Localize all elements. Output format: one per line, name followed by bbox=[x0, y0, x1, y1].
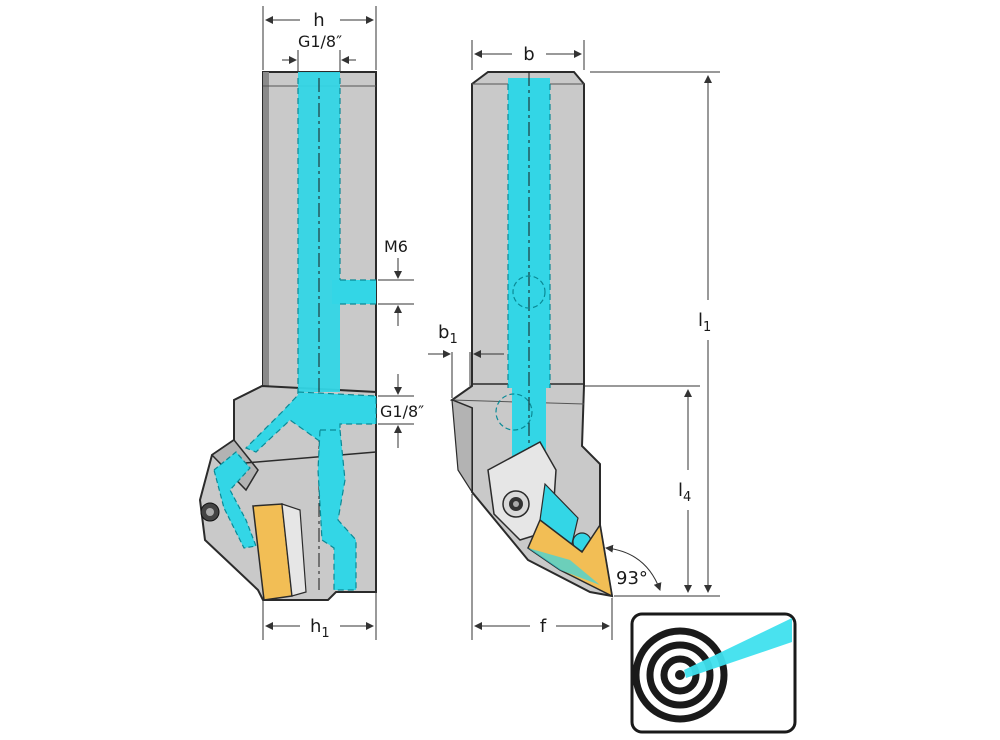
torx-screw-icon bbox=[200, 502, 220, 522]
label-f: f bbox=[540, 616, 547, 637]
torx-screw-icon bbox=[502, 490, 530, 518]
dimension-b1: b1 bbox=[428, 322, 504, 398]
label-l1: l1 bbox=[698, 310, 711, 335]
front-view bbox=[449, 71, 614, 598]
side-view bbox=[198, 71, 377, 601]
side-view-shank-edge bbox=[263, 72, 269, 392]
label-b1: b1 bbox=[438, 322, 458, 347]
dimension-m6: M6 bbox=[378, 237, 414, 326]
label-h: h bbox=[313, 10, 324, 31]
label-g18-mid: G1/8″ bbox=[380, 402, 424, 421]
label-angle: 93° bbox=[616, 568, 648, 589]
dimension-f: f bbox=[471, 494, 613, 640]
label-l4: l4 bbox=[678, 480, 691, 505]
dimension-b: b bbox=[471, 40, 585, 70]
label-g18-top: G1/8″ bbox=[298, 32, 342, 51]
label-b: b bbox=[523, 44, 534, 65]
dimension-l1: l1 bbox=[590, 71, 720, 597]
dimension-angle: 93° bbox=[605, 544, 662, 591]
label-h1: h1 bbox=[310, 616, 330, 641]
dimension-h1: h1 bbox=[262, 592, 377, 641]
dimension-g18-mid: G1/8″ bbox=[378, 374, 424, 448]
label-m6: M6 bbox=[384, 237, 408, 256]
dimension-g18-top: G1/8″ bbox=[282, 32, 356, 72]
side-m6-port bbox=[332, 280, 376, 304]
dimension-l4: l4 bbox=[584, 385, 700, 593]
dimension-h: h bbox=[262, 6, 377, 70]
coolant-target-icon bbox=[630, 612, 797, 734]
side-head-channel bbox=[244, 391, 377, 453]
